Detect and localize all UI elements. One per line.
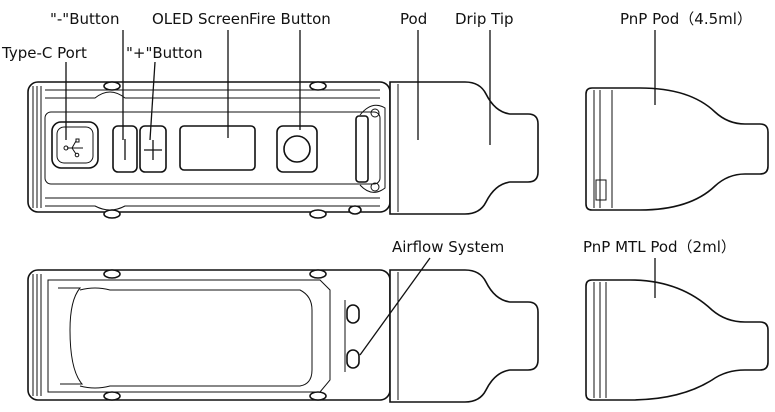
minus-button[interactable] bbox=[112, 125, 138, 173]
usb-icon bbox=[63, 138, 83, 158]
label-airflow-system: Airflow System bbox=[392, 238, 504, 256]
label-minus-button: "-"Button bbox=[50, 10, 119, 28]
pnp-pod-illustration bbox=[585, 87, 769, 211]
label-type-c-port: Type-C Port bbox=[1, 44, 87, 62]
fire-button[interactable] bbox=[276, 125, 318, 173]
label-oled-screen: OLED Screen bbox=[152, 10, 250, 28]
pnp-mtl-pod-illustration bbox=[585, 279, 769, 401]
plus-button[interactable] bbox=[139, 125, 167, 173]
plus-icon bbox=[144, 140, 162, 160]
top-pod bbox=[389, 81, 539, 215]
label-plus-button: "+"Button bbox=[126, 44, 203, 62]
label-pnp-pod: PnP Pod（4.5ml） bbox=[620, 10, 752, 28]
label-pod: Pod bbox=[400, 10, 427, 28]
bottom-device bbox=[27, 269, 539, 403]
label-fire-button: Fire Button bbox=[249, 10, 331, 28]
label-drip-tip: Drip Tip bbox=[455, 10, 514, 28]
type-c-port[interactable] bbox=[51, 121, 99, 169]
label-pnp-mtl-pod: PnP MTL Pod（2ml） bbox=[583, 238, 736, 256]
oled-screen bbox=[179, 125, 256, 171]
top-device bbox=[27, 81, 539, 219]
airflow-slots bbox=[344, 300, 360, 372]
